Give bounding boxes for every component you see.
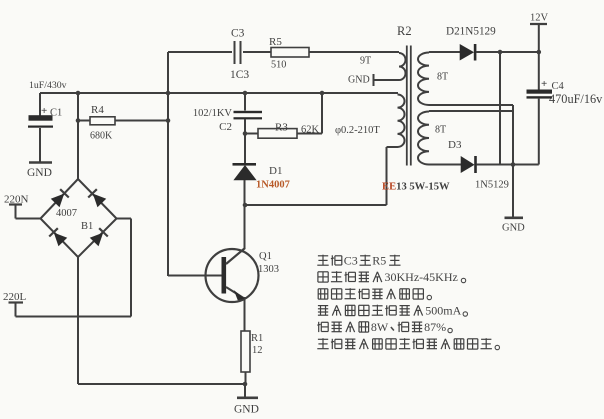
svg-text:φ0.2-210T: φ0.2-210T (335, 125, 380, 136)
svg-text:1N5129: 1N5129 (475, 180, 509, 191)
svg-text:220L: 220L (3, 291, 27, 303)
svg-text:220N: 220N (4, 194, 29, 206)
svg-text:102/1KV: 102/1KV (193, 108, 233, 119)
svg-text:EE13 5W-15W: EE13 5W-15W (382, 182, 450, 193)
svg-text:+: + (541, 78, 547, 90)
svg-text:R3: R3 (275, 122, 288, 134)
svg-text:12: 12 (252, 345, 263, 356)
svg-text:+: + (41, 105, 47, 117)
svg-text:510: 510 (271, 60, 286, 71)
svg-text:D21N5129: D21N5129 (446, 26, 496, 38)
svg-text:C2: C2 (219, 121, 232, 133)
svg-text:1C3: 1C3 (230, 69, 249, 81)
svg-text:R5: R5 (372, 254, 386, 268)
svg-text:D1: D1 (269, 165, 282, 177)
svg-text:30KHz-45KHz: 30KHz-45KHz (385, 270, 458, 284)
svg-text:680K: 680K (90, 131, 113, 142)
svg-text:C3: C3 (344, 254, 358, 268)
svg-text:Q1: Q1 (259, 251, 272, 262)
svg-text:87%: 87% (424, 320, 446, 334)
svg-text:8T: 8T (435, 125, 446, 136)
svg-text:C1: C1 (50, 108, 62, 119)
svg-text:1303: 1303 (258, 264, 279, 275)
svg-text:GND: GND (234, 404, 259, 416)
svg-text:B1: B1 (81, 221, 93, 232)
svg-text:12V: 12V (530, 13, 549, 24)
svg-text:C3: C3 (231, 28, 245, 40)
svg-text:R1: R1 (251, 333, 263, 344)
svg-text:R4: R4 (91, 104, 104, 116)
svg-text:8W: 8W (371, 320, 389, 334)
svg-text:8T: 8T (437, 72, 448, 83)
svg-text:1N4007: 1N4007 (256, 180, 290, 191)
svg-text:500mA: 500mA (425, 304, 461, 318)
svg-text:C4: C4 (552, 81, 565, 92)
svg-text:9T: 9T (360, 56, 371, 67)
svg-text:4007: 4007 (56, 208, 77, 219)
svg-text:GND: GND (27, 167, 52, 179)
svg-text:GND: GND (502, 223, 525, 234)
svg-text:1uF/430v: 1uF/430v (29, 80, 67, 91)
svg-text:62K: 62K (301, 125, 320, 136)
svg-text:D3: D3 (448, 139, 462, 151)
svg-text:470uF/16v: 470uF/16v (549, 92, 603, 106)
svg-text:GND: GND (348, 75, 370, 86)
svg-text:R2: R2 (397, 24, 412, 38)
svg-text:R5: R5 (269, 36, 282, 48)
